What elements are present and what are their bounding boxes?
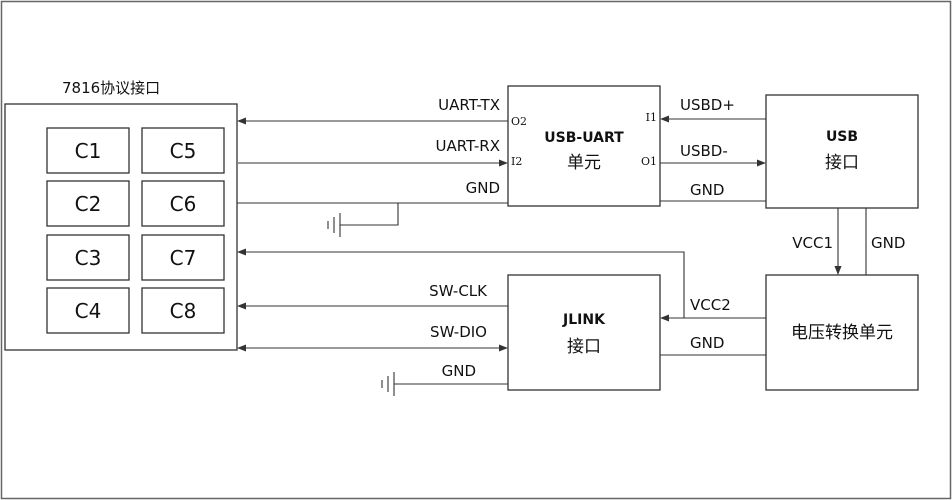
pin-c5-box [141,127,225,174]
signal-gnd-top-label: GND [466,179,500,197]
port-o1: O1 [641,155,657,168]
signal-gnd-right-label: GND [871,234,905,252]
usb-interface-subtitle: 接口 [825,153,859,173]
jlink-subtitle: 接口 [567,337,601,357]
port-i1: I1 [646,111,657,124]
power-unit-box [765,274,919,391]
signal-usbd-minus-label: USBD- [680,142,728,160]
pin-c1-label: C1 [75,139,102,163]
signal-gnd-jlink-label: GND [442,362,476,380]
signal-usbd-plus-label: USBD+ [680,96,735,114]
pin-c7-label: C7 [170,246,197,270]
signal-gnd-usb-label: GND [690,181,724,199]
pin-c8-label: C8 [170,299,197,323]
port-o2: O2 [511,115,527,128]
wire-c7-supply [237,248,685,318]
pin-c6-box [141,180,225,227]
signal-uart-rx-label: UART-RX [436,137,500,155]
signal-sw-clk-label: SW-CLK [429,282,488,300]
signal-sw-dio-label: SW-DIO [430,323,487,341]
pin-c2-label: C2 [75,192,102,216]
usb-interface-title: USB [826,129,858,145]
signal-uart-tx-label: UART-TX [438,96,500,114]
pin-c4-box [46,287,130,334]
connector-pins: C1 C5 C2 C6 C3 C7 C4 C8 [46,127,225,334]
pin-c3-box [46,234,130,281]
pin-c3-label: C3 [75,246,102,270]
ground-symbol-bottom [381,372,395,396]
connector-title: 7816协议接口 [62,79,160,97]
usb-uart-box [507,85,661,207]
pin-c7-box [141,234,225,281]
pin-c2-box [46,180,130,227]
pin-c8-box [141,287,225,334]
signal-vcc2-label: VCC2 [690,296,731,314]
jlink-title: JLINK [562,312,606,328]
pin-c6-label: C6 [170,192,197,216]
signal-vcc1-label: VCC1 [792,234,833,252]
ground-symbol-top [327,213,341,237]
usb-uart-subtitle: 单元 [567,153,601,173]
usb-uart-title: USB-UART [544,130,624,146]
pin-c1-box [46,127,130,174]
port-i2: I2 [511,155,522,168]
pin-c4-label: C4 [75,299,102,323]
usb-interface-box [765,94,919,209]
jlink-box [507,274,661,391]
wire-gnd-top-drop [340,203,399,226]
pin-c5-label: C5 [170,139,197,163]
power-unit-label: 电压转换单元 [791,323,893,343]
signal-gnd-power-label: GND [690,334,724,352]
